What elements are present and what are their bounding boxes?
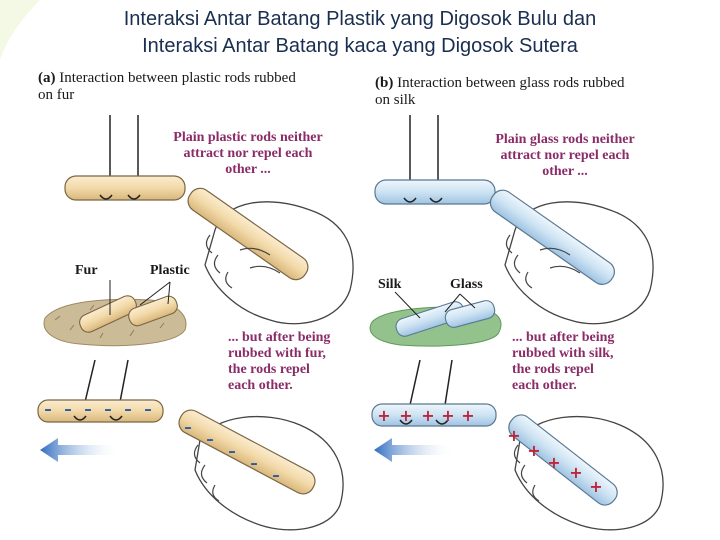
- hand-bottom-b: + + + + +: [507, 414, 664, 531]
- negative-charge: –: [144, 400, 152, 418]
- panel-a-caption-top: Plain plastic rods neither attract nor r…: [148, 130, 348, 178]
- plastic-rod-held-top: [187, 187, 309, 281]
- repel-arrow-left: [374, 438, 454, 462]
- plastic-rod-on-fur: [128, 295, 178, 327]
- positive-charge: +: [399, 406, 412, 425]
- hand-top-b: [489, 189, 654, 325]
- caption-line: each other.: [228, 378, 293, 393]
- hand-top-a: [187, 187, 354, 325]
- panel-b-heading: (b) Interaction between glass rods rubbe…: [375, 75, 705, 109]
- positive-charges-hanging-rod: + + + + +: [377, 406, 474, 425]
- pointer-line: [139, 281, 171, 306]
- panel-a-heading-line-1: Interaction between plastic rods rubbed: [59, 70, 296, 86]
- glass-rod-hanging: [374, 179, 496, 205]
- hand-bottom-a: –––––: [178, 409, 344, 531]
- negative-charge: –: [272, 466, 280, 484]
- panel-b-art: + + + + + + + + + +: [369, 115, 664, 531]
- caption-line: attract nor repel each: [500, 148, 630, 163]
- caption-line: ... but after being: [512, 330, 615, 345]
- caption-line: other ...: [225, 162, 271, 177]
- caption-line: Plain plastic rods neither: [173, 130, 323, 145]
- panel-a-heading-line-2: on fur: [38, 87, 75, 103]
- label-silk: Silk: [378, 277, 402, 292]
- panel-b-caption-top: Plain glass rods neither attract nor rep…: [465, 132, 665, 180]
- panel-a-tag: (a): [38, 70, 56, 86]
- string: [409, 359, 421, 406]
- caption-line: Plain glass rods neither: [495, 132, 635, 147]
- pointer-line: [167, 281, 171, 305]
- panel-a-heading: (a) Interaction between plastic rods rub…: [38, 70, 358, 104]
- positive-charge: +: [569, 463, 582, 482]
- string: [444, 359, 453, 406]
- positive-charge: +: [377, 406, 390, 425]
- pointer-line: [444, 293, 461, 313]
- caption-line: rubbed with silk,: [512, 346, 614, 361]
- positive-charge: +: [507, 426, 520, 445]
- panel-b-heading-line-1: Interaction between glass rods rubbed: [397, 75, 625, 91]
- panel-a-caption-bottom: ... but after being rubbed with fur, the…: [228, 330, 378, 394]
- panel-a-art: –––––– –––––: [37, 115, 354, 531]
- negative-charge: –: [44, 400, 52, 418]
- glass-rod-charged-held: [508, 414, 618, 506]
- repel-arrow-left: [40, 438, 120, 462]
- string: [119, 359, 129, 403]
- label-glass: Glass: [450, 277, 483, 292]
- caption-line: the rods repel: [512, 362, 594, 377]
- negative-charge: –: [104, 400, 112, 418]
- label-fur: Fur: [75, 263, 98, 278]
- title-line-1: Interaksi Antar Batang Plastik yang Digo…: [123, 8, 597, 30]
- positive-charge: +: [547, 453, 560, 472]
- negative-charge: –: [206, 430, 214, 448]
- negative-charge: –: [84, 400, 92, 418]
- pointer-line: [394, 291, 421, 319]
- negative-charges-held-rod: –––––: [184, 418, 280, 484]
- label-plastic: Plastic: [150, 263, 190, 278]
- title-line-2: Interaksi Antar Batang kaca yang Digosok…: [142, 35, 578, 57]
- positive-charge: +: [441, 406, 454, 425]
- glass-rod-on-silk: [444, 300, 496, 328]
- panel-b-tag: (b): [375, 75, 394, 91]
- negative-charge: –: [124, 400, 132, 418]
- positive-charges-held-rod: + + + + +: [507, 426, 602, 496]
- pointer-line: [459, 293, 476, 309]
- corner-decoration: [0, 0, 40, 60]
- plastic-rod-hanging: [64, 175, 186, 201]
- caption-line: other ...: [542, 164, 588, 179]
- positive-charge: +: [527, 441, 540, 460]
- caption-line: each other.: [512, 378, 577, 393]
- negative-charge: –: [228, 442, 236, 460]
- plastic-rod-charged-hanging: [37, 399, 164, 423]
- caption-line: ... but after being: [228, 330, 331, 345]
- glass-rod-charged-hanging: [371, 403, 497, 427]
- caption-line: the rods repel: [228, 362, 310, 377]
- page-title: Interaksi Antar Batang Plastik yang Digo…: [0, 6, 720, 60]
- panel-b-heading-line-2: on silk: [375, 92, 416, 108]
- negative-charge: –: [184, 418, 192, 436]
- string: [84, 359, 96, 403]
- plastic-rod-on-fur: [79, 295, 137, 333]
- caption-line: attract nor repel each: [183, 146, 313, 161]
- negative-charge: –: [250, 454, 258, 472]
- positive-charge: +: [461, 406, 474, 425]
- positive-charge: +: [589, 477, 602, 496]
- caption-line: rubbed with fur,: [228, 346, 326, 361]
- negative-charge: –: [64, 400, 72, 418]
- positive-charge: +: [421, 406, 434, 425]
- glass-rod-held-top: [489, 189, 615, 285]
- plastic-rod-charged-held: [178, 409, 316, 495]
- panel-b-caption-bottom: ... but after being rubbed with silk, th…: [512, 330, 662, 394]
- negative-charges-hanging-rod: ––––––: [44, 400, 152, 418]
